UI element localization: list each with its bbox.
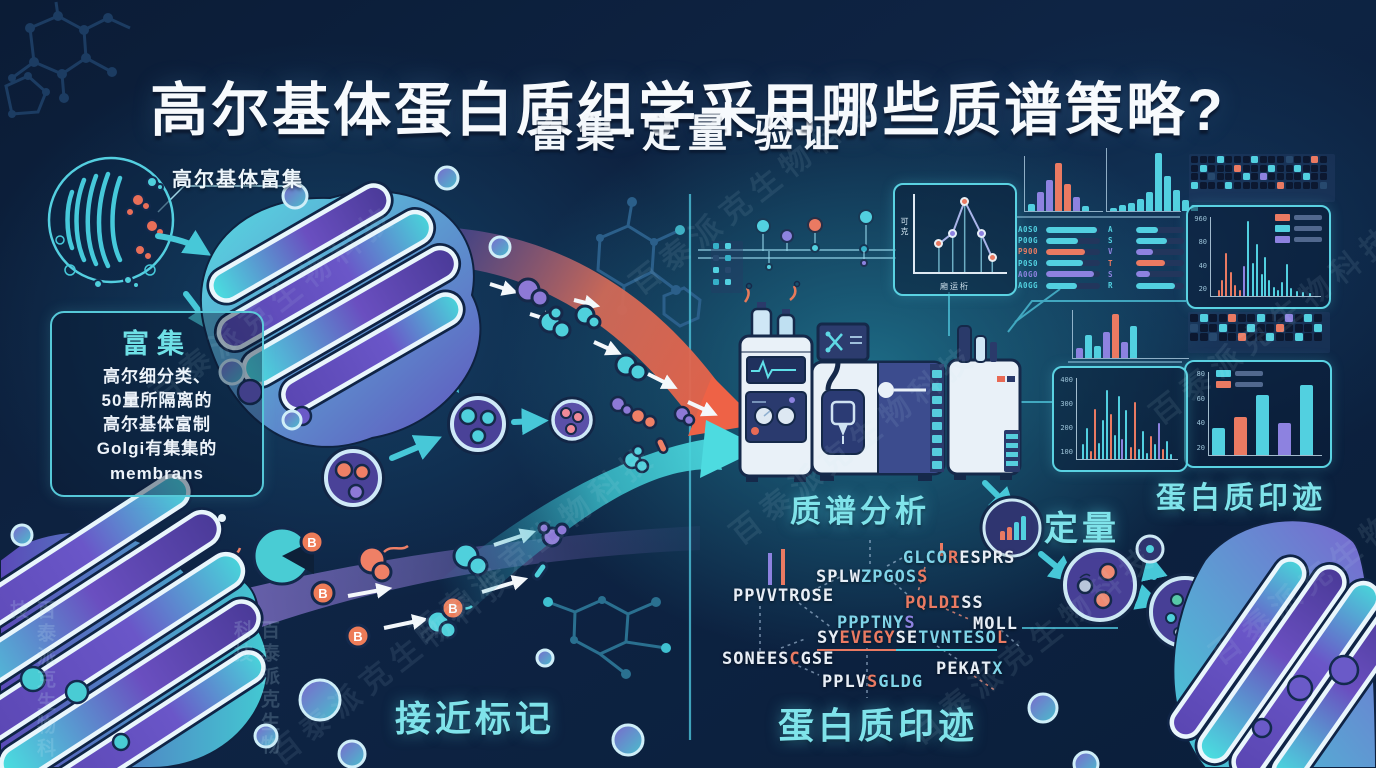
cyan-band-proteins (609, 395, 696, 474)
golgi-bottom-right (1166, 519, 1376, 768)
peptide-sequence: MOLL (973, 614, 1018, 634)
biotin-label: B (448, 601, 457, 616)
peptide-sequence: PQLDISS (905, 593, 984, 613)
peptide-sequence: PPLVSGLDG (822, 672, 924, 692)
peptide-sequence: SYEVEGYSETVNTESOL (817, 628, 1008, 651)
peptide-sequence: PPPTNYS (837, 613, 916, 633)
mass-spectrometer-main (810, 360, 946, 481)
peptide-sequence: PPVVTROSE (733, 586, 835, 606)
histogram-b (1106, 148, 1198, 212)
spike-plot (1076, 378, 1178, 460)
enrichment-line: Golgi有集集的 (96, 439, 218, 459)
enrichment-infobox: 富集 高尔细分类、 50量所隔离的 高尔基体富制 Golgi有集集的 membr… (50, 311, 264, 497)
label-ms-analysis: 质谱分析 (790, 494, 930, 529)
line-chart-plot (913, 194, 1007, 274)
inset-proteins (93, 176, 165, 289)
peptide-network-dashes-red (917, 566, 997, 692)
separator-line (1017, 216, 1180, 218)
peptide-sequence: PEKATX (936, 659, 1004, 679)
speck (218, 514, 226, 522)
mini-golgi-cisternae (65, 171, 123, 269)
quant-badge-circle (979, 495, 1045, 561)
mini-bar-chart (1072, 310, 1189, 359)
peptide-sequence: SONEESCGSE (722, 649, 835, 669)
enrichment-line: 高尔基体富制 (103, 415, 211, 435)
enrichment-heading: 富集 (122, 329, 192, 359)
mass-spectrometer-detector (946, 325, 1022, 480)
proximity-proteins: B B B B (186, 521, 570, 649)
enrichment-line: 50量所隔离的 (101, 391, 213, 411)
cyan-band-arrowhead (700, 420, 762, 478)
peptide-mini-bars (768, 543, 943, 585)
golgi-apparatus-main (199, 180, 482, 448)
separator-line (1068, 361, 1182, 363)
line-chart-xlabel: 廂运桁 (940, 282, 970, 291)
biotin-label: B (353, 629, 362, 644)
label-golgi-enrichment: 高尔基体富集 (172, 169, 304, 191)
golgi-bottom-left (0, 471, 269, 768)
dot-matrix (711, 241, 743, 293)
page-subtitle: 富集·定量·验证 (530, 113, 846, 156)
label-western-blot-bottom: 蛋白质印迹 (778, 705, 979, 746)
peptide-network-dashes (759, 540, 1022, 698)
biotin-label: B (318, 586, 327, 601)
heatmap-strip (1188, 312, 1330, 353)
enrichment-line: 高尔细分类、 (103, 367, 211, 386)
secretion-band-cyan (428, 438, 722, 628)
enrichment-line: membrans (110, 463, 204, 483)
label-western-blot-right: 蛋白质印迹 (1156, 482, 1326, 515)
molecule-top-left (4, 1, 131, 118)
spectrum-plot (1210, 217, 1321, 297)
spectrum-legend (1275, 214, 1322, 243)
biotin-badges: B B B B (299, 529, 466, 649)
label-proximity-labeling: 接近标记 (395, 698, 556, 739)
page-title: 高尔基体蛋白质组学采用哪些质谱策略? (150, 77, 1226, 143)
lollipop-chart (698, 203, 896, 278)
transport-vesicles (321, 393, 596, 510)
histogram-a (1024, 156, 1103, 212)
line-chart-panel: 可克 廂运桁 (893, 183, 1017, 296)
molecule-bottom-center (543, 596, 671, 679)
peptide-sequence: GLCORESPRS (903, 548, 1016, 568)
floating-bubbles (10, 165, 1100, 768)
label-quantification: 定量 (1044, 510, 1120, 548)
quant-badge-bars-icon (997, 513, 1035, 540)
peptide-sequence: SPLWZPGOSS (816, 567, 929, 587)
grouped-bar-legend (1216, 370, 1263, 388)
dot-grid-heatmap (1189, 154, 1335, 202)
line-chart-ylabel: 可克 (900, 217, 909, 237)
biotin-label: B (307, 535, 316, 550)
golgi-inset-circle (47, 156, 175, 289)
hplc-instrument (738, 280, 814, 482)
grouped-bar-plot (1208, 372, 1322, 456)
red-band-proteins (515, 277, 648, 382)
secretion-band-red (448, 228, 722, 428)
